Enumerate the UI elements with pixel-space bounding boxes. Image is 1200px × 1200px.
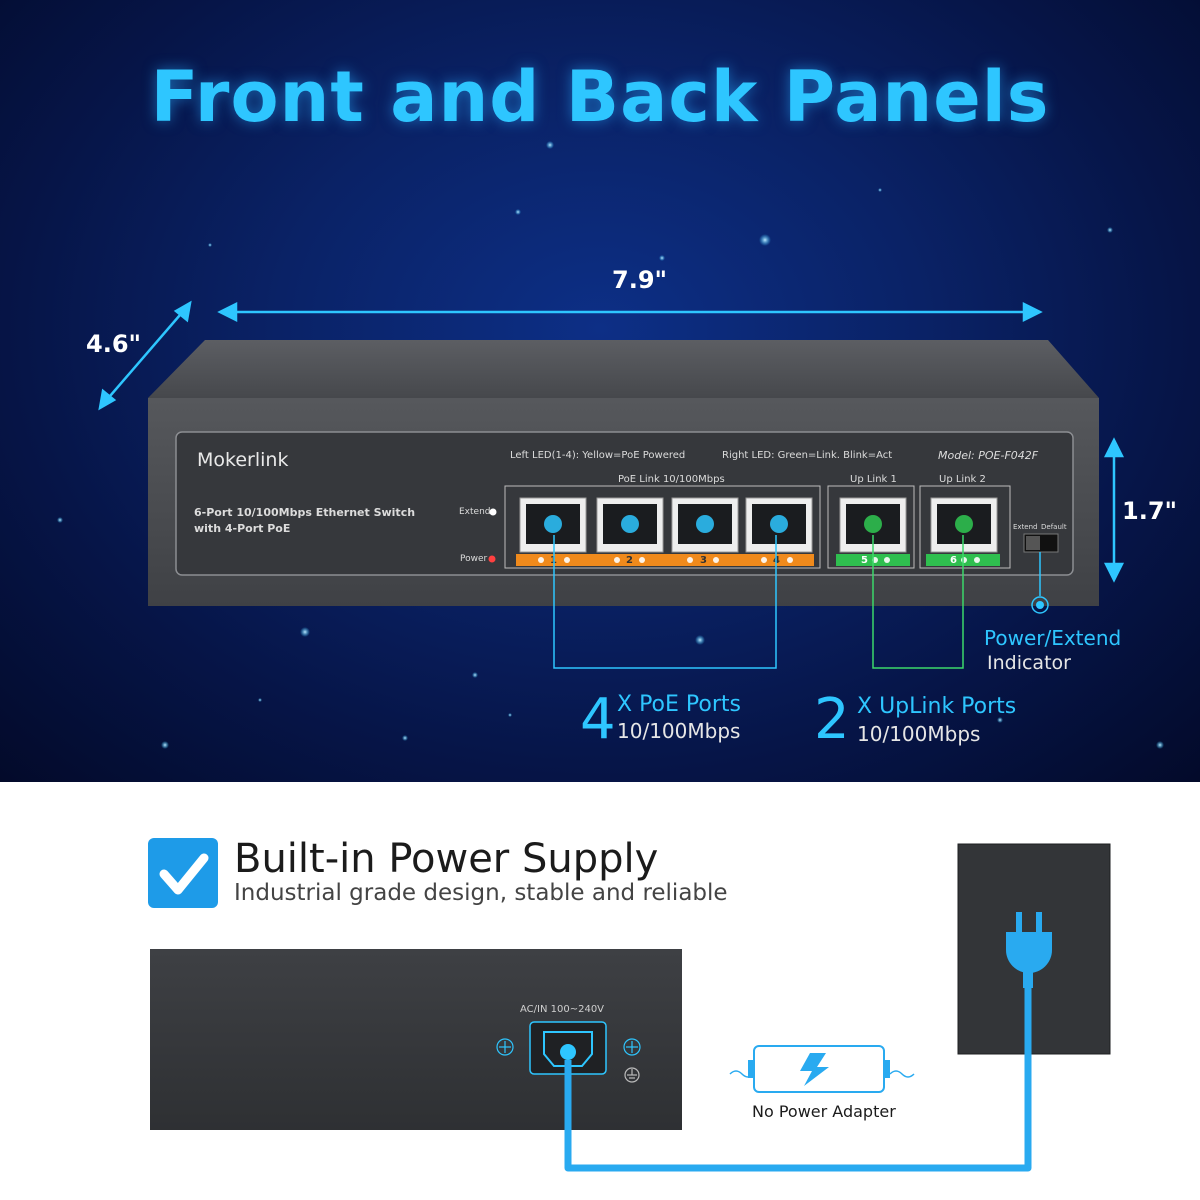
port-2	[596, 497, 664, 553]
port-number-2: 2	[626, 555, 633, 566]
uplink-port-count: 2	[814, 687, 850, 752]
led-right-legend: Right LED: Green=Link. Blink=Act	[722, 450, 893, 461]
check-icon	[148, 838, 218, 908]
dimension-arrows	[98, 300, 1125, 583]
power-supply-subtitle: Industrial grade design, stable and reli…	[234, 880, 728, 906]
poe-port-count: 4	[580, 687, 616, 752]
screw-icon	[496, 1038, 641, 1056]
description-line-1: 6-Port 10/100Mbps Ethernet Switch	[194, 506, 416, 519]
port-4	[745, 497, 813, 553]
switch-default-label: Default	[1041, 523, 1067, 531]
extend-led	[489, 508, 497, 516]
uplink-ports-title: X UpLink Ports	[857, 694, 1017, 719]
power-supply-title: Built-in Power Supply	[234, 836, 659, 882]
port-number-6: 6	[950, 555, 957, 566]
switch-extend-label: Extend	[1013, 523, 1038, 531]
page-title: Front and Back Panels	[150, 56, 1050, 138]
back-panel-diagram	[150, 843, 1111, 1172]
power-cable	[564, 1060, 1032, 1172]
uplink-ports-speed: 10/100Mbps	[857, 722, 981, 746]
indicator-dot	[1031, 596, 1049, 614]
port-3	[671, 497, 739, 553]
extend-led-label: Extend	[459, 507, 491, 517]
power-extend-callout: Power/Extend	[984, 626, 1122, 650]
ac-socket-icon	[529, 1021, 607, 1075]
port-number-3: 3	[700, 555, 707, 566]
ground-icon	[624, 1067, 640, 1083]
callout-lines	[553, 535, 1049, 669]
brand-logo: Mokerlink	[197, 449, 289, 471]
no-adapter-icon	[729, 1045, 915, 1093]
power-led-label: Power	[460, 554, 488, 564]
poe-ports-title: X PoE Ports	[617, 692, 741, 717]
front-panel-section: Front and Back Panels 7.9" 4.6" 1.7"	[0, 0, 1200, 782]
width-label: 7.9"	[612, 266, 668, 294]
poe-strip	[516, 554, 814, 566]
power-led	[488, 555, 496, 563]
switch-top-face	[148, 340, 1099, 398]
height-label: 1.7"	[1122, 497, 1178, 525]
plug-icon	[1006, 912, 1052, 1082]
uplink1-label: Up Link 1	[850, 474, 897, 485]
ac-input-label: AC/IN 100~240V	[520, 1004, 605, 1015]
poe-group-label: PoE Link 10/100Mbps	[618, 474, 725, 485]
port-1	[519, 497, 587, 553]
no-adapter-label: No Power Adapter	[752, 1102, 896, 1121]
description-line-2: with 4-Port PoE	[194, 522, 291, 535]
port-number-5: 5	[861, 555, 868, 566]
uplink2-label: Up Link 2	[939, 474, 986, 485]
depth-label: 4.6"	[86, 330, 142, 358]
poe-ports-speed: 10/100Mbps	[617, 719, 741, 743]
port-6	[930, 497, 998, 553]
switch-body	[148, 340, 1099, 606]
model-number: Model: POE-F042F	[938, 449, 1039, 462]
indicator-callout: Indicator	[987, 652, 1071, 674]
rj45-ports	[519, 497, 998, 553]
led-left-legend: Left LED(1-4): Yellow=PoE Powered	[510, 450, 686, 461]
